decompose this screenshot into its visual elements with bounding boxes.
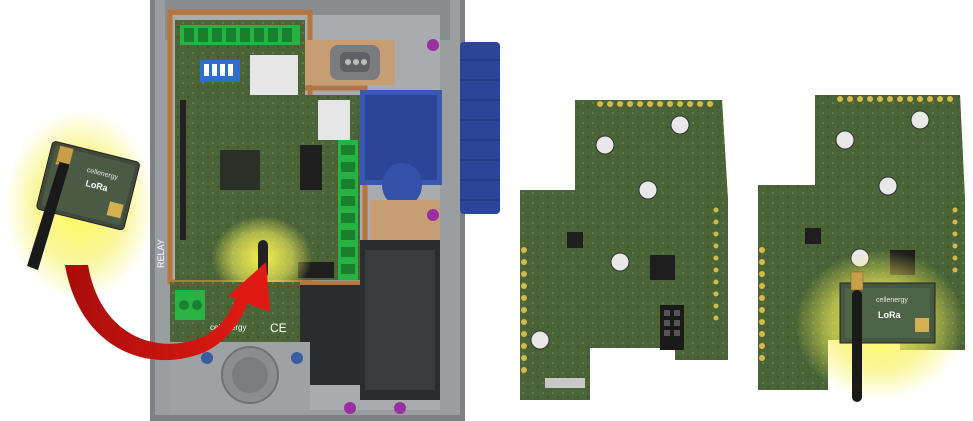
- controller-board-2: cellenergy LoRa: [758, 95, 965, 402]
- module-name-text-2: LoRa: [878, 310, 901, 320]
- relay-label: RELAY: [156, 239, 166, 268]
- curved-arrow-icon: [65, 262, 270, 361]
- antenna-icon: [850, 271, 864, 402]
- antenna-icon: [27, 145, 75, 270]
- controller-board-1: [520, 100, 728, 400]
- lora-module-left: cellenergy LoRa: [5, 110, 155, 300]
- charger-enclosure: cellenergy CE RELAY: [150, 0, 500, 421]
- module-brand-text-2: cellenergy: [876, 297, 908, 304]
- ce-mark: CE: [270, 321, 287, 335]
